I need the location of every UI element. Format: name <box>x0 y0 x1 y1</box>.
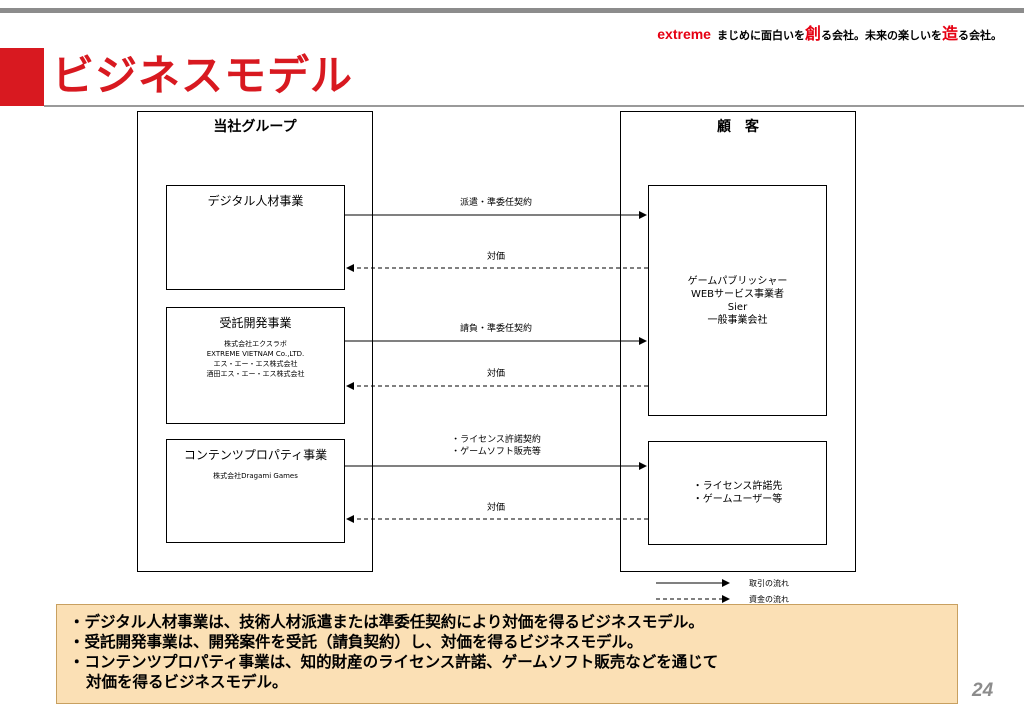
flow-label: ・ゲームソフト販売等 <box>451 447 541 457</box>
subsidiary-name: エス・エー・エス株式会社 <box>213 360 298 368</box>
slogan-part-2: る会社。未来の楽しいを <box>820 29 942 42</box>
subsidiary-name: EXTREME VIETNAM Co.,LTD. <box>206 350 305 358</box>
customer-type: Sier <box>727 301 748 313</box>
flow-label: 対価 <box>486 369 505 379</box>
business-box-content-property: コンテンツプロパティ事業 株式会社Dragami Games <box>166 439 345 543</box>
customer-type: WEBサービス事業者 <box>690 288 785 300</box>
flow-label: 対価 <box>486 252 505 262</box>
slogan-part-3: る会社。 <box>958 29 1002 42</box>
top-bar <box>0 8 1024 13</box>
flow-label: ・ライセンス許諾契約 <box>451 435 541 445</box>
customer-type: ゲームパブリッシャー <box>687 275 788 287</box>
customer-box-licensees: ・ライセンス許諾先 ・ゲームユーザー等 <box>648 441 827 545</box>
title-divider <box>44 105 1024 107</box>
page-title: ビジネスモデル <box>52 51 354 100</box>
business-box-digital-talent: デジタル人材事業 <box>166 185 345 290</box>
legend-dashed-label: 資金の流れ <box>749 595 789 604</box>
business-box-contract-dev: 受託開発事業 株式会社エクスラボ EXTREME VIETNAM Co.,LTD… <box>166 307 345 424</box>
header-slogan: extreme まじめに面白いを創る会社。未来の楽しいを造る会社。 <box>657 20 1002 44</box>
summary-line: ・コンテンツプロパティ事業は、知的財産のライセンス許諾、ゲームソフト販売などを通… <box>69 653 719 671</box>
flow-label: 派遣・準委任契約 <box>459 198 532 208</box>
slogan-emphasis-2: 造 <box>941 24 958 43</box>
legend-solid-label: 取引の流れ <box>749 579 789 588</box>
customer-type: ・ライセンス許諾先 <box>692 481 783 492</box>
brand-logo: extreme <box>657 26 711 42</box>
customer-type: 一般事業会社 <box>707 314 768 326</box>
company-group-title: 当社グループ <box>213 119 297 135</box>
slogan-part-1: まじめに面白いを <box>716 29 805 42</box>
customer-type: ・ゲームユーザー等 <box>692 494 783 505</box>
customer-box-clients: ゲームパブリッシャー WEBサービス事業者 Sier 一般事業会社 <box>648 185 827 416</box>
title-marker <box>0 48 44 106</box>
business-name-contract-dev: 受託開発事業 <box>219 316 292 330</box>
page-number: 24 <box>972 680 994 701</box>
summary-box: ・デジタル人材事業は、技術人材派遣または準委任契約により対価を得るビジネスモデル… <box>56 604 958 704</box>
summary-line: ・デジタル人材事業は、技術人材派遣または準委任契約により対価を得るビジネスモデル… <box>69 613 704 631</box>
subsidiary-name: 酒田エス・エー・エス株式会社 <box>206 370 305 378</box>
customer-title: 顧 客 <box>717 119 759 135</box>
subsidiary-name: 株式会社エクスラボ <box>224 340 287 348</box>
business-name-content-property: コンテンツプロパティ事業 <box>183 448 328 462</box>
subsidiary-name: 株式会社Dragami Games <box>213 472 298 480</box>
summary-line: ・受託開発事業は、開発案件を受託（請負契約）し、対価を得るビジネスモデル。 <box>69 633 643 651</box>
flow-label: 対価 <box>486 503 505 513</box>
business-name-digital-talent: デジタル人材事業 <box>207 194 304 208</box>
slogan-emphasis-1: 創 <box>804 24 821 43</box>
summary-line: 対価を得るビジネスモデル。 <box>86 673 288 691</box>
flow-label: 請負・準委任契約 <box>459 324 532 334</box>
